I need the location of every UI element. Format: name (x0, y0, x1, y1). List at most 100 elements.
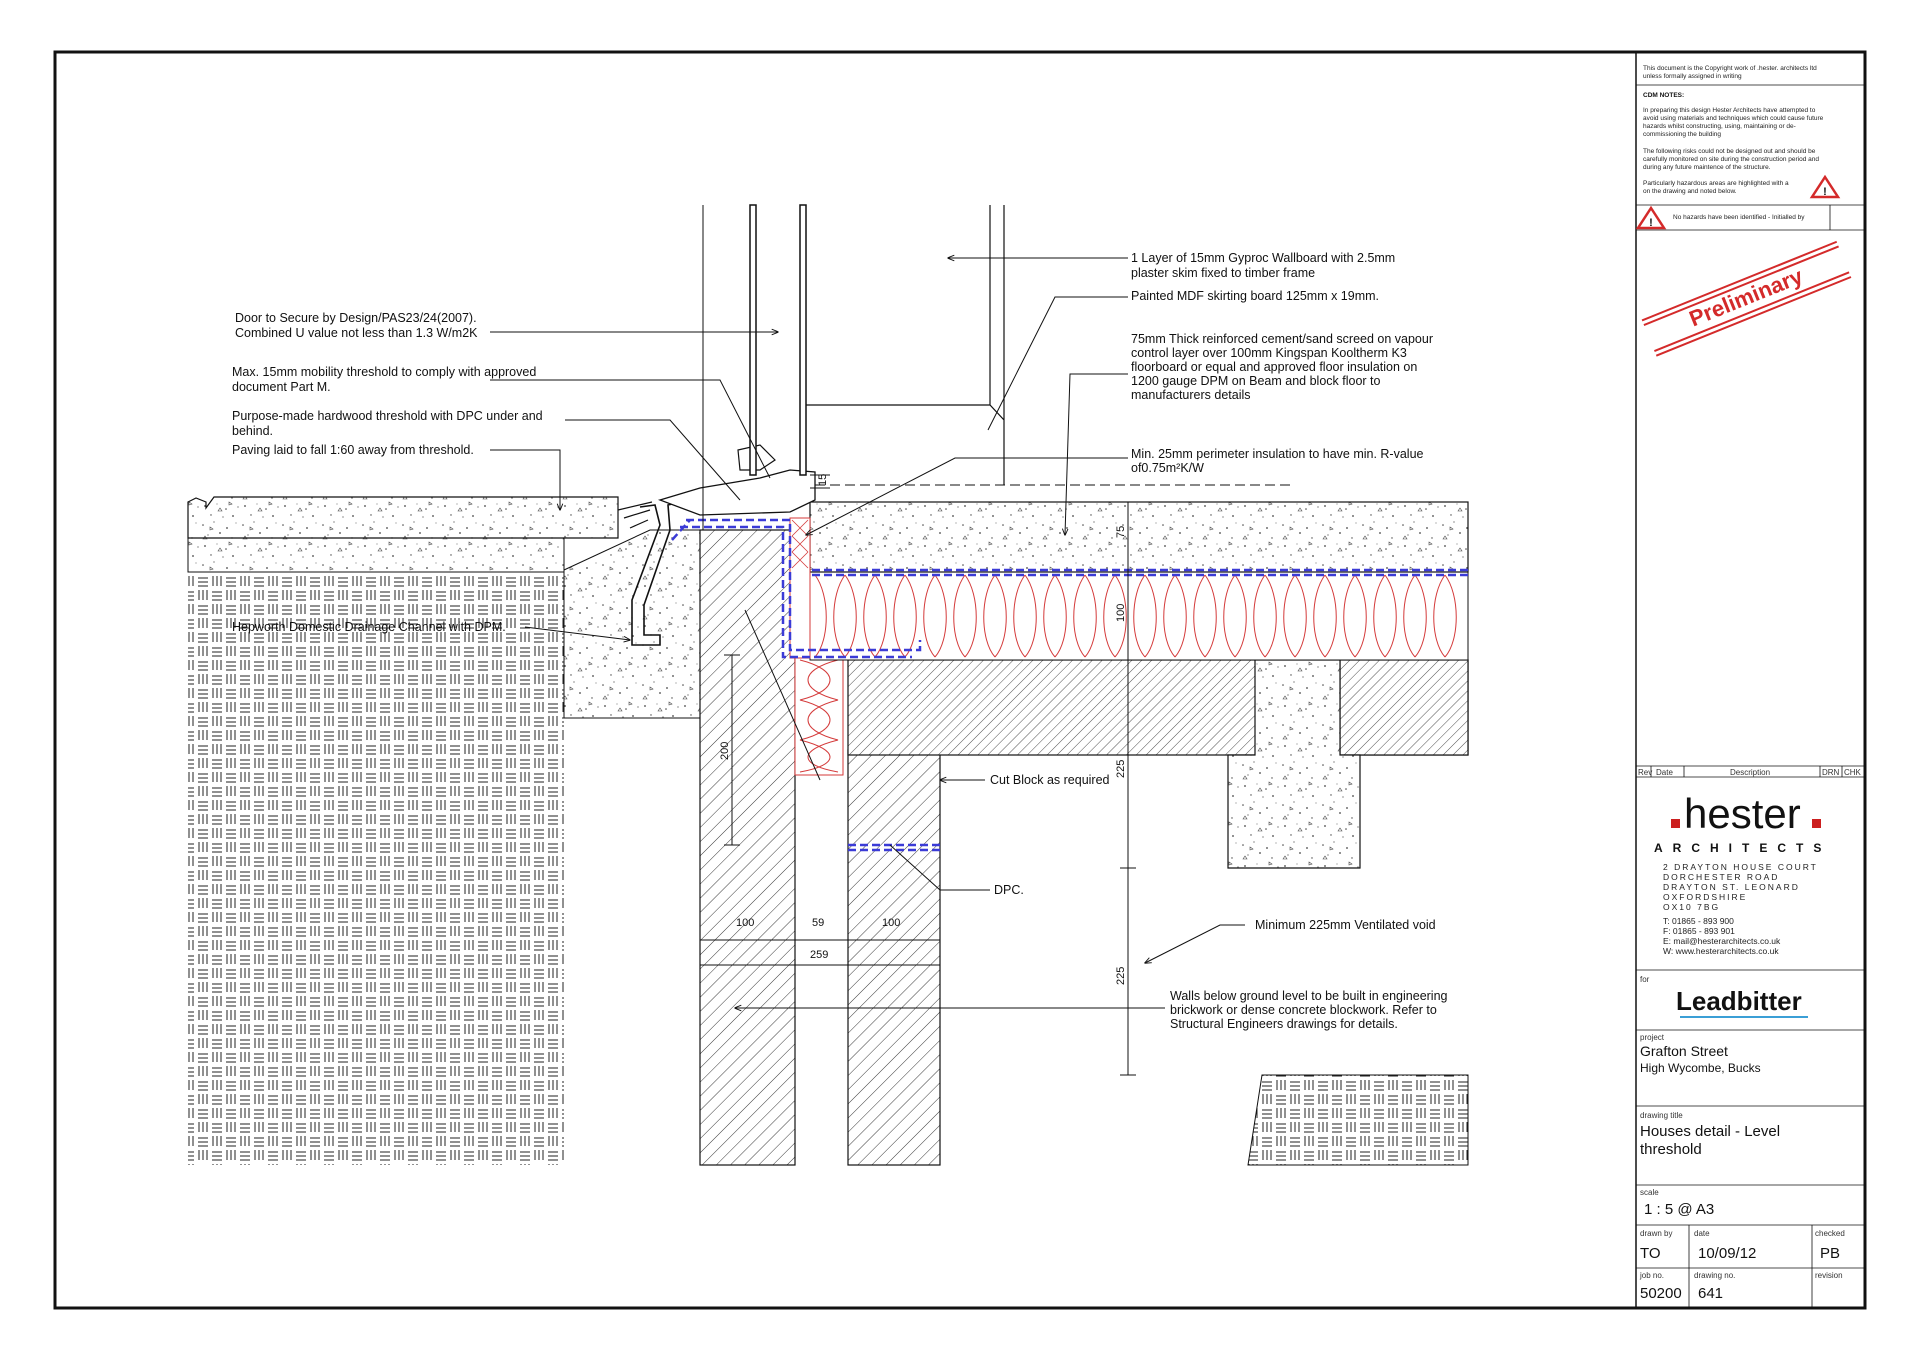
project-name: Grafton Street (1640, 1043, 1728, 1059)
annotation-threshold: Purpose-made hardwood threshold with DPC… (232, 409, 543, 438)
no-hazards-note: No hazards have been identified - Initia… (1673, 214, 1805, 221)
cdm-line: The following risks could not be designe… (1643, 148, 1816, 155)
leader-lines (490, 258, 1245, 1008)
dim-outer-leaf: 100 (736, 917, 754, 929)
date-label: date (1694, 1229, 1710, 1238)
annotation-line: document Part M. (232, 380, 331, 394)
rev-header-description: Description (1730, 768, 1770, 777)
client-logo: Leadbitter (1676, 986, 1802, 1016)
dim-insulation: 100 (1115, 604, 1127, 622)
contact-line: T: 01865 - 893 900 (1663, 916, 1734, 926)
cavity-insulation (794, 654, 844, 776)
hazard-warning-icon: ! (1635, 205, 1667, 230)
logo-wordmark: hester (1684, 790, 1801, 837)
hardwood-threshold (657, 469, 816, 516)
rev-header-chk: CHK (1844, 768, 1862, 777)
cdm-line: avoid using materials and techniques whi… (1643, 115, 1824, 122)
annotation-line: control layer over 100mm Kingspan Koolth… (1131, 346, 1407, 360)
annotation-line: 75mm Thick reinforced cement/sand screed… (1131, 332, 1433, 346)
checked-value: PB (1820, 1245, 1840, 1262)
annotation-mobility: Max. 15mm mobility threshold to comply w… (232, 365, 536, 394)
annotation-perimeter: Min. 25mm perimeter insulation to have m… (1131, 447, 1424, 475)
annotation-void: Minimum 225mm Ventilated void (1255, 918, 1436, 932)
dim-void-depth-b: 225 (1115, 967, 1127, 985)
job-no-label: job no. (1639, 1271, 1664, 1280)
annotation-paving: Paving laid to fall 1:60 away from thres… (232, 443, 474, 457)
annotation-line: 1200 gauge DPM on Beam and block floor t… (1131, 374, 1381, 388)
dpm-line (686, 518, 1468, 652)
outer-leaf-block (699, 529, 796, 1166)
checked-label: checked (1815, 1229, 1845, 1238)
scale-value: 1 : 5 @ A3 (1644, 1201, 1714, 1218)
address-line: OX10 7BG (1663, 902, 1720, 912)
contact-line: E: mail@hesterarchitects.co.uk (1663, 936, 1781, 946)
dimension-lines (699, 474, 1136, 1076)
door-frame-right (799, 204, 807, 476)
paving-slab (187, 496, 619, 539)
cdm-line: hazards whilst constructing, using, main… (1643, 123, 1796, 130)
project-location: High Wycombe, Bucks (1640, 1061, 1761, 1075)
rev-header-rev: Rev (1638, 768, 1652, 777)
dim-cavity: 59 (812, 917, 824, 929)
annotation-dpc: DPC. (994, 883, 1024, 897)
cdm-line: carefully monitored on site during the c… (1643, 156, 1819, 163)
cdm-title: CDM NOTES: (1643, 92, 1684, 99)
contact-line: W: www.hesterarchitects.co.uk (1663, 946, 1779, 956)
external-concrete-base (187, 537, 565, 573)
annotation-line: behind. (232, 424, 273, 438)
cavity-insulation-coil (799, 659, 831, 773)
annotation-line: Door to Secure by Design/PAS23/24(2007). (235, 311, 477, 325)
dim-wall-total: 259 (810, 949, 828, 961)
internal-wall-lines (806, 205, 1005, 485)
cdm-line: during any future maintence of the struc… (1643, 164, 1771, 171)
annotation-walls: Walls below ground level to be built in … (1170, 989, 1448, 1031)
floor-screed (809, 501, 1469, 573)
dpc-line (848, 843, 940, 852)
scale-label: scale (1640, 1188, 1659, 1197)
drawing-title-label: drawing title (1640, 1111, 1683, 1120)
rev-header-drn: DRN (1822, 768, 1840, 777)
svg-text:!: ! (1823, 186, 1827, 198)
cdm-line: on the drawing and noted below. (1643, 188, 1737, 195)
project-label: project (1640, 1033, 1665, 1042)
section-drawing: 75 100 200 225 225 100 59 100 259 15 (187, 204, 1469, 1166)
floor-insulation-pattern (814, 574, 1457, 658)
hester-logo: hester ARCHITECTS (1654, 790, 1831, 855)
drawing-no-label: drawing no. (1694, 1271, 1735, 1280)
address-line: OXFORDSHIRE (1663, 892, 1747, 902)
annotation-cut-block: Cut Block as required (990, 773, 1110, 787)
annotation-line: of0.75m²K/W (1131, 461, 1204, 475)
beam-and-block-floor-right (1339, 659, 1469, 756)
drawing-title: threshold (1640, 1141, 1702, 1158)
annotation-line: plaster skim fixed to timber frame (1131, 266, 1315, 280)
foundation-earth-right (1247, 1074, 1469, 1166)
door-frame-left (749, 204, 757, 476)
annotation-line: Structural Engineers drawings for detail… (1170, 1017, 1398, 1031)
dim-threshold: 15 (817, 474, 829, 486)
contact-line: F: 01865 - 893 901 (1663, 926, 1735, 936)
annotation-screed: 75mm Thick reinforced cement/sand screed… (1131, 332, 1433, 402)
drawing-no-value: 641 (1698, 1285, 1723, 1302)
address-line: 2 DRAYTON HOUSE COURT (1663, 862, 1818, 872)
revision-label: revision (1815, 1271, 1843, 1280)
copyright-line: unless formally assigned in writing (1643, 73, 1742, 80)
dim-screed: 75 (1115, 526, 1127, 538)
annotation-channel: Hepworth Domestic Drainage Channel with … (232, 620, 506, 634)
dim-block-depth: 200 (719, 742, 731, 760)
annotation-line: Max. 15mm mobility threshold to comply w… (232, 365, 536, 379)
channel-grating (617, 501, 653, 529)
svg-text:!: ! (1649, 217, 1653, 229)
floor-beam (1227, 659, 1361, 869)
cdm-line: In preparing this design Hester Architec… (1643, 107, 1816, 114)
logo-architects: ARCHITECTS (1654, 841, 1831, 855)
inner-leaf-block (847, 749, 941, 1166)
annotation-line: floorboard or equal and approved floor i… (1131, 360, 1417, 374)
annotation-line: brickwork or dense concrete blockwork. R… (1170, 1003, 1437, 1017)
annotation-line: manufacturers details (1131, 388, 1251, 402)
drainage-channel (631, 501, 681, 646)
annotation-door: Door to Secure by Design/PAS23/24(2007).… (235, 311, 478, 340)
rev-header-date: Date (1656, 768, 1673, 777)
drawn-by-value: TO (1640, 1245, 1661, 1262)
earth-fill-left (188, 570, 564, 1165)
